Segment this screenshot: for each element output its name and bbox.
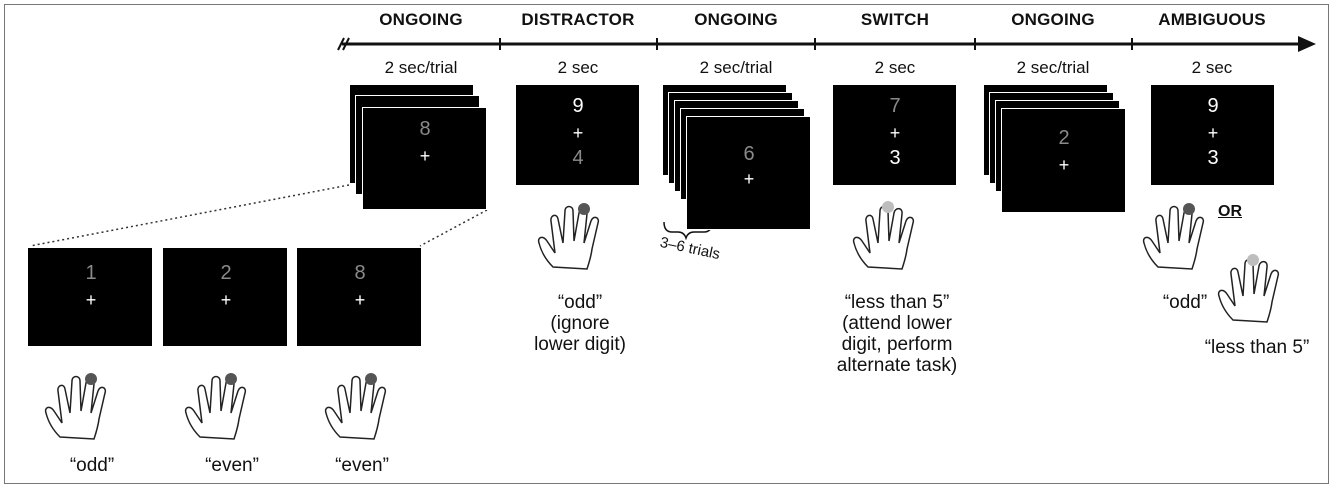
phase-label-ongoing-2: ONGOING (694, 10, 778, 29)
fixation-cross: + (743, 169, 755, 189)
duration-ambiguous: 2 sec (1191, 58, 1233, 77)
ambiguous-response-odd: “odd” (1162, 292, 1208, 313)
hand-icon-distractor (537, 203, 600, 270)
caption-line: lower digit) (534, 334, 626, 355)
fixation-cross: + (419, 146, 431, 166)
zoom-connector-left (29, 184, 350, 247)
duration-ongoing-1: 2 sec/trial (384, 58, 458, 77)
expanded-trial-screen-2: 2 + (162, 247, 288, 347)
stimulus-screen-ongoing-1: 8 + (362, 107, 487, 210)
duration-ongoing-2: 2 sec/trial (699, 58, 773, 77)
fixation-cross: + (220, 290, 232, 310)
distractor-response-caption: “odd” (ignore lower digit) (534, 292, 626, 355)
duration-distractor: 2 sec (557, 58, 599, 77)
stimulus-digit: 8 (419, 118, 431, 140)
stimulus-screen-switch: 7 + 3 (832, 84, 957, 186)
phase-label-ongoing-1: ONGOING (379, 10, 463, 29)
stimulus-digit-top: 9 (572, 95, 584, 117)
response-label-even-2: “even” (335, 455, 389, 476)
caption-line: “odd” (557, 292, 603, 313)
stimulus-digit: 2 (1058, 127, 1070, 149)
hand-icon-ambiguous-less (1217, 254, 1280, 323)
stimulus-digit-bottom: 4 (572, 147, 584, 169)
stimulus-screen-ongoing-3: 2 + (1001, 108, 1126, 213)
figure-border (4, 4, 1329, 484)
stimulus-screen-ambiguous: 9 + 3 (1150, 84, 1275, 186)
stimulus-screen-ongoing-2: 6 + (686, 116, 811, 230)
ambiguous-response-less-than-5: “less than 5” (1204, 337, 1310, 358)
stimulus-digit: 8 (354, 262, 366, 284)
fixation-cross: + (572, 123, 584, 143)
fixation-cross: + (1207, 123, 1219, 143)
fixation-cross: + (354, 290, 366, 310)
hand-icon-ambiguous-odd (1142, 203, 1205, 270)
timeline-arrowhead (1298, 36, 1316, 52)
stimulus-digit: 1 (85, 262, 97, 284)
stimulus-digit-top: 9 (1207, 95, 1219, 117)
fixation-cross: + (85, 290, 97, 310)
caption-line: digit, perform (841, 334, 953, 355)
response-label-even-1: “even” (205, 455, 259, 476)
caption-line: “less than 5” (844, 292, 950, 313)
caption-line: (ignore (550, 313, 610, 334)
stimulus-digit-bottom: 3 (1207, 147, 1219, 169)
response-label-odd: “odd” (69, 455, 115, 476)
hand-icon-switch (852, 201, 915, 270)
duration-ongoing-3: 2 sec/trial (1016, 58, 1090, 77)
hand-icon-odd (44, 373, 107, 440)
stimulus-screen-distractor: 9 + 4 (515, 84, 640, 186)
zoom-connector-right (419, 209, 488, 247)
phase-label-switch: SWITCH (860, 10, 930, 29)
fixation-cross: + (889, 123, 901, 143)
hand-icon-even-1 (184, 373, 247, 440)
caption-line: (attend lower (842, 313, 952, 334)
hand-icon-even-2 (324, 373, 387, 440)
duration-switch: 2 sec (874, 58, 916, 77)
timeline-break-mark-2 (342, 37, 350, 51)
or-label: OR (1218, 203, 1242, 220)
stimulus-digit: 2 (220, 262, 232, 284)
stimulus-digit-top: 7 (889, 95, 901, 117)
expanded-trial-screen-3: 8 + (296, 247, 422, 347)
switch-response-caption: “less than 5” (attend lower digit, perfo… (837, 292, 957, 376)
expanded-trial-screen-1: 1 + (27, 247, 153, 347)
phase-label-ambiguous: AMBIGUOUS (1158, 10, 1266, 29)
timeline-ticks (499, 38, 1133, 50)
caption-line: alternate task) (836, 355, 958, 376)
fixation-cross: + (1058, 155, 1070, 175)
phase-label-ongoing-3: ONGOING (1011, 10, 1095, 29)
timeline-break-mark-1 (337, 37, 345, 51)
stimulus-digit-bottom: 3 (889, 147, 901, 169)
stimulus-digit: 6 (743, 143, 755, 165)
phase-label-distractor: DISTRACTOR (521, 10, 635, 29)
trials-brace (663, 221, 713, 241)
